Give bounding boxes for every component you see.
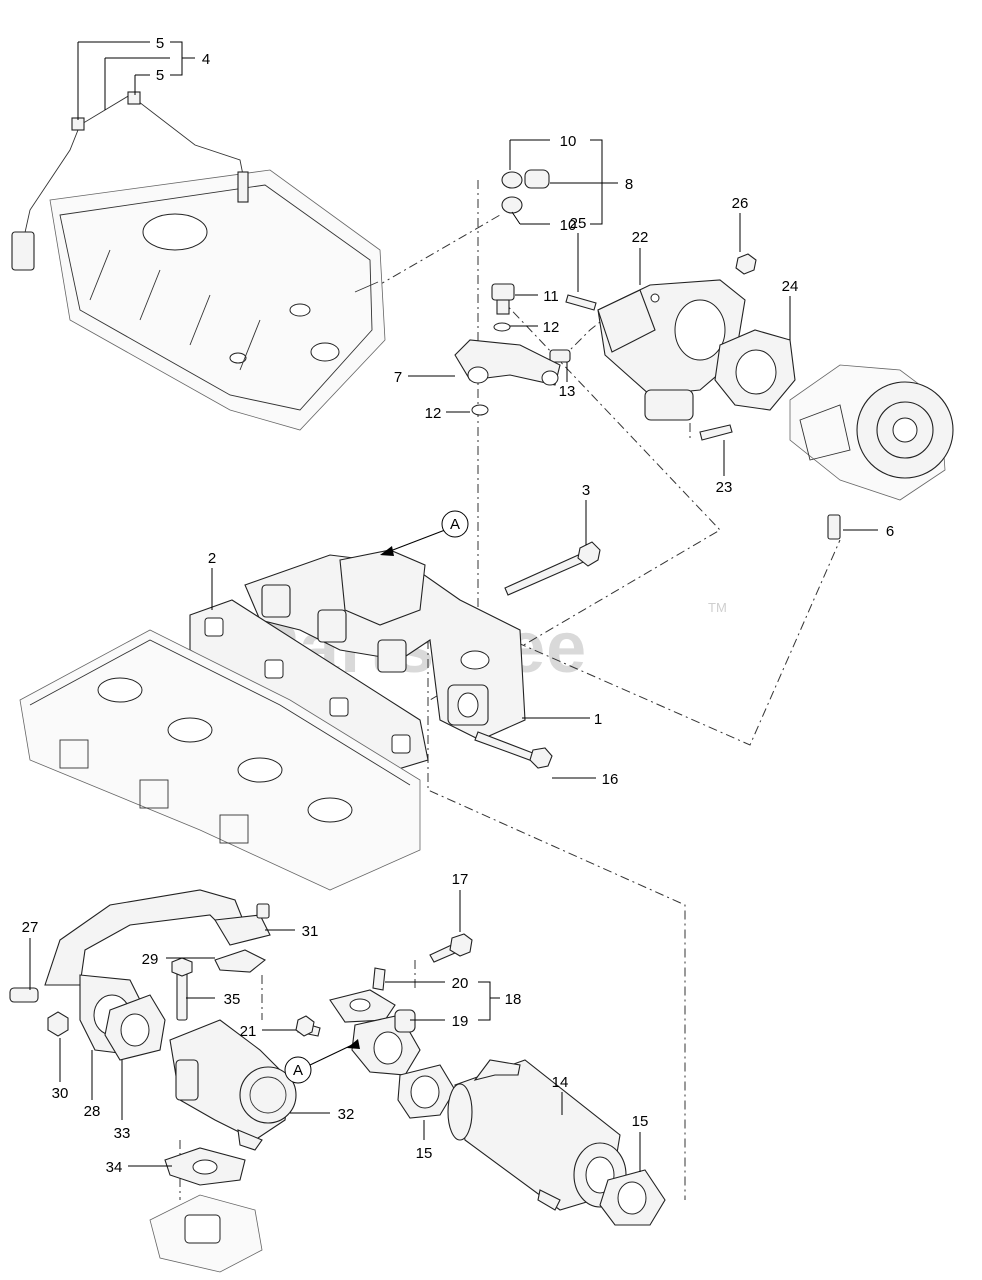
callout-15: 15	[632, 1113, 649, 1130]
callout-25: 25	[570, 215, 587, 232]
callout-27: 27	[22, 919, 39, 936]
marker-a-lower: A	[284, 1056, 312, 1084]
egr-cooler-icon	[295, 933, 666, 1226]
callout-30: 30	[52, 1085, 69, 1102]
callout-31: 31	[302, 923, 319, 940]
callout-10: 10	[560, 133, 577, 150]
valve-cover-icon	[49, 169, 386, 431]
callout-20: 20	[452, 975, 469, 992]
leader-lines	[29, 41, 878, 1172]
exhaust-manifold-icon	[244, 549, 526, 741]
callout-26: 26	[732, 195, 749, 212]
callout-4: 4	[202, 51, 210, 68]
callout-19: 19	[452, 1013, 469, 1030]
callout-3: 3	[582, 482, 590, 499]
marker-a-upper: A	[441, 510, 469, 538]
lower-block	[149, 1147, 263, 1273]
marker-a-label: A	[450, 516, 460, 533]
callout-21: 21	[240, 1023, 257, 1040]
callout-16: 16	[602, 771, 619, 788]
callout-12: 12	[425, 405, 442, 422]
callout-32: 32	[338, 1106, 355, 1123]
callout-5: 5	[156, 67, 164, 84]
callout-1: 1	[594, 711, 602, 728]
pipe-7	[454, 339, 561, 386]
watermark-trademark: TM	[708, 600, 727, 615]
cylinder-head-icon	[19, 629, 421, 891]
callout-35: 35	[224, 991, 241, 1008]
callout-13: 13	[559, 383, 576, 400]
callout-8: 8	[625, 176, 633, 193]
callout-33: 33	[114, 1125, 131, 1142]
callout-2: 2	[208, 550, 216, 567]
bolt-16	[474, 731, 553, 769]
callout-11: 11	[543, 288, 559, 305]
callout-24: 24	[782, 278, 799, 295]
callout-29: 29	[142, 951, 159, 968]
turbo-adapter	[597, 279, 746, 421]
bolts-upper	[565, 253, 757, 441]
callout-14: 14	[552, 1074, 569, 1091]
callouts: 5 4 5 10 8 10 26 22 25 24 11 12 7 13 12 …	[22, 35, 895, 1176]
turbocharger-icon	[789, 364, 954, 540]
callout-6: 6	[886, 523, 894, 540]
callout-23: 23	[716, 479, 733, 496]
callout-17: 17	[452, 871, 469, 888]
callout-34: 34	[106, 1159, 123, 1176]
egr-valve-icon	[169, 1019, 297, 1151]
marker-a-label: A	[293, 1062, 303, 1079]
callout-5: 5	[156, 35, 164, 52]
callout-7: 7	[394, 369, 402, 386]
bolt-3	[504, 541, 601, 596]
egr-pipe	[9, 889, 271, 1061]
callout-10: 10	[560, 217, 577, 234]
callout-22: 22	[632, 229, 649, 246]
callout-18: 18	[505, 991, 522, 1008]
callout-28: 28	[84, 1103, 101, 1120]
callout-12: 12	[543, 319, 560, 336]
gasket-24	[714, 329, 796, 411]
callout-15: 15	[416, 1145, 433, 1162]
fittings	[471, 169, 571, 416]
manifold-gasket	[189, 599, 429, 771]
